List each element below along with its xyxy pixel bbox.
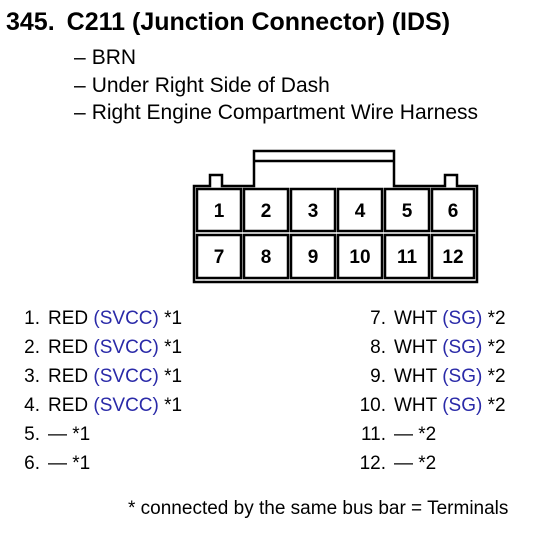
info-line-color: –BRN	[74, 46, 136, 70]
info-text: Under Right Side of Dash	[91, 74, 330, 97]
wire-color: RED	[48, 337, 89, 358]
pin-entry-number: 2.	[24, 337, 40, 358]
signal-name: (SG)	[442, 337, 483, 358]
pin-number: 12	[442, 247, 463, 268]
pin-entry-number: 8.	[370, 337, 386, 358]
wire-color: RED	[48, 395, 89, 416]
pin-entry-number: 4.	[24, 395, 40, 416]
bus-note: *2	[487, 395, 506, 416]
pin-cell	[336, 187, 384, 233]
pin-entry-number: 6.	[24, 453, 40, 474]
bus-note: *2	[487, 337, 506, 358]
info-line-harness: –Right Engine Compartment Wire Harness	[74, 101, 478, 125]
wire-color: RED	[48, 308, 89, 329]
pin-list-right: 7. WHT (SG) *2 8. WHT (SG) *2 9. WHT (SG) *…	[350, 304, 506, 478]
bus-note: *2	[418, 453, 437, 474]
pin-entry-number: 1.	[24, 308, 40, 329]
bus-note: *1	[164, 337, 183, 358]
pin-entry: 4. RED (SVCC) *1	[14, 391, 182, 420]
pin-cell	[242, 187, 290, 233]
wire-color: —	[394, 424, 413, 445]
signal-name: (SVCC)	[93, 308, 159, 329]
pin-entry: 10. WHT (SG) *2	[350, 391, 506, 420]
pin-cell	[383, 187, 431, 233]
pin-number: 10	[349, 247, 370, 268]
pin-entry-number: 10.	[359, 395, 386, 416]
signal-name: (SVCC)	[93, 337, 159, 358]
pin-number: 6	[448, 201, 459, 222]
pin-number: 11	[397, 247, 418, 268]
info-text: Right Engine Compartment Wire Harness	[91, 101, 479, 124]
pin-entry: 5. — *1	[14, 420, 182, 449]
pin-entry-number: 7.	[370, 308, 386, 329]
bus-note: *1	[164, 308, 183, 329]
signal-name: (SG)	[442, 308, 483, 329]
pin-cell	[195, 187, 243, 233]
bus-note: *2	[418, 424, 437, 445]
pin-number: 9	[308, 247, 319, 268]
pin-list-left: 1. RED (SVCC) *1 2. RED (SVCC) *1 3. RED (S…	[14, 304, 182, 478]
connector-diagram: 1 2 3 4 5 6 7 8 9 10 11 12	[192, 149, 479, 284]
info-line-location: –Under Right Side of Dash	[74, 74, 330, 98]
connector-title: C211 (Junction Connector) (IDS)	[66, 8, 451, 36]
pin-cell	[383, 233, 431, 280]
bus-note: *1	[164, 395, 183, 416]
info-dash: –	[74, 101, 86, 124]
pin-entry-number: 3.	[24, 366, 40, 387]
pin-number: 5	[402, 201, 413, 222]
pin-entry: 1. RED (SVCC) *1	[14, 304, 182, 333]
signal-name: (SVCC)	[93, 395, 159, 416]
signal-name: (SVCC)	[93, 366, 159, 387]
pin-entry-number: 11.	[360, 424, 386, 445]
pin-entry-number: 12.	[359, 453, 386, 474]
pin-entry: 7. WHT (SG) *2	[350, 304, 506, 333]
wire-color: WHT	[394, 337, 437, 358]
info-dash: –	[74, 46, 86, 69]
info-dash: –	[74, 74, 86, 97]
pin-entry: 6. — *1	[14, 449, 182, 478]
page-title: 345. C211 (Junction Connector) (IDS)	[6, 8, 450, 37]
wire-color: —	[48, 453, 67, 474]
section-number: 345.	[6, 8, 55, 36]
pin-number: 2	[261, 201, 272, 222]
pin-number: 8	[261, 247, 272, 268]
connector-outline	[192, 149, 479, 284]
pin-number: 3	[308, 201, 319, 222]
pin-entry: 12. — *2	[350, 449, 506, 478]
bus-note: *1	[72, 453, 91, 474]
wire-color: WHT	[394, 366, 437, 387]
wire-color: —	[48, 424, 67, 445]
bus-note: *2	[487, 308, 506, 329]
pin-entry: 8. WHT (SG) *2	[350, 333, 506, 362]
pin-entry: 9. WHT (SG) *2	[350, 362, 506, 391]
pin-entry-number: 5.	[24, 424, 40, 445]
signal-name: (SG)	[442, 366, 483, 387]
pin-cell	[430, 187, 476, 233]
pin-cell	[336, 233, 384, 280]
pin-entry-number: 9.	[370, 366, 386, 387]
pin-cell	[289, 187, 337, 233]
pin-entry: 3. RED (SVCC) *1	[14, 362, 182, 391]
wire-color: —	[394, 453, 413, 474]
wire-color: WHT	[394, 308, 437, 329]
pin-entry: 11. — *2	[350, 420, 506, 449]
pin-cell	[195, 233, 243, 280]
info-text: BRN	[91, 46, 137, 69]
bus-note: *1	[72, 424, 91, 445]
bus-note: *2	[487, 366, 506, 387]
wire-color: WHT	[394, 395, 437, 416]
pin-entry: 2. RED (SVCC) *1	[14, 333, 182, 362]
footnote: * connected by the same bus bar = Termin…	[128, 498, 509, 519]
pin-number: 1	[214, 201, 225, 222]
pin-cell	[289, 233, 337, 280]
pin-cell	[242, 233, 290, 280]
pin-number: 7	[214, 247, 225, 268]
wire-color: RED	[48, 366, 89, 387]
pin-number: 4	[355, 201, 366, 222]
bus-note: *1	[164, 366, 183, 387]
pin-cell	[430, 233, 476, 280]
signal-name: (SG)	[442, 395, 483, 416]
